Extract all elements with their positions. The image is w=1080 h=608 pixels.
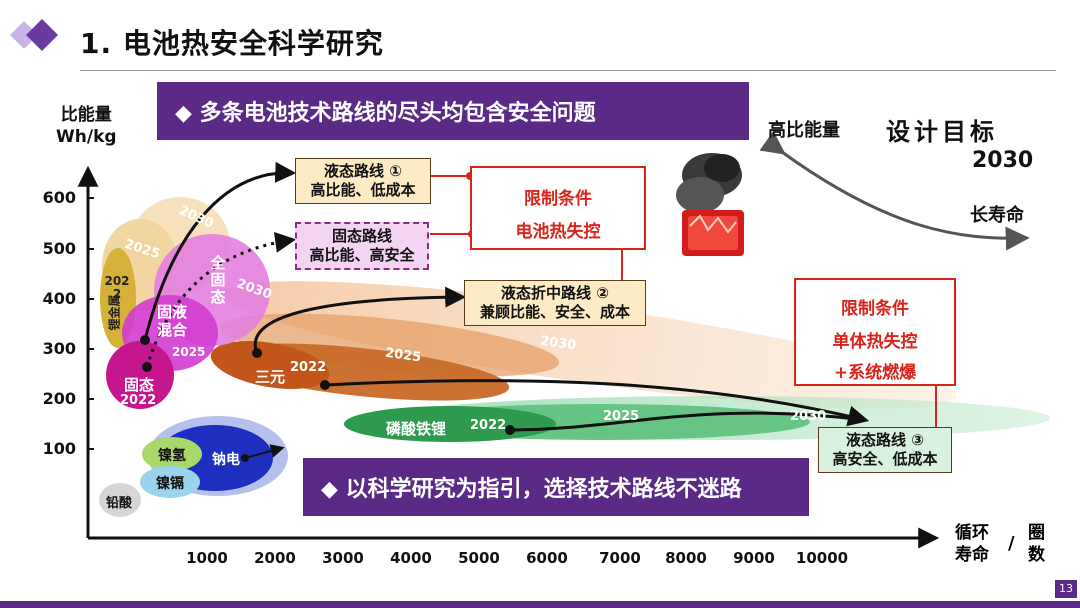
route-2-title: 液态折中路线 ② (501, 284, 609, 302)
y-tick-200: 200 (42, 389, 76, 408)
ternary-name-label: 三元 (255, 368, 286, 386)
route-2-dot (252, 348, 262, 358)
nicd-label: 镍镉 (156, 476, 184, 492)
lfp-2022-band (344, 406, 556, 442)
route-3-dot-ternary (320, 380, 330, 390)
x-tick-9000: 9000 (733, 549, 775, 567)
y-tick-100: 100 (42, 439, 76, 458)
design-goal-title: 设计目标 (886, 117, 998, 146)
ternary-2022-label: 2022 (290, 360, 327, 375)
ternary-2030-band (223, 281, 957, 409)
route-1-box: 液态路线 ① 高比能、低成本 (295, 158, 431, 204)
route-3-box: 液态路线 ③ 高安全、低成本 (818, 427, 952, 473)
y-tick-300: 300 (42, 339, 76, 358)
route-2-desc: 兼顾比能、安全、成本 (479, 303, 630, 321)
x-axis-label-b1: 圈 (1028, 523, 1045, 543)
sodium-label: 钠电 (212, 452, 240, 468)
x-axis-label-b2: 数 (1028, 545, 1045, 565)
route-2-arrow (253, 286, 467, 354)
constraint-2-title: 限制条件 (841, 299, 909, 319)
route-3-dot-lfp (505, 425, 515, 435)
lead-acid-label: 铅酸 (106, 496, 133, 511)
route-3-arrow-ternary (324, 379, 870, 427)
sodium-arrow (244, 444, 285, 459)
constraint-box-2: 限制条件 单体热失控 +系统燃爆 (794, 278, 956, 386)
y-tick-600: 600 (42, 188, 76, 207)
semi-solid-name-label: 固液 混合 (156, 303, 187, 339)
li-metal-2022-label: 2022 (104, 274, 130, 301)
lfp-name-label: 磷酸铁锂 (386, 420, 447, 438)
constraint-box-1: 限制条件 电池热失控 (470, 166, 646, 250)
route-3-arrow-lfp (509, 411, 866, 432)
x-tick-3000: 3000 (322, 549, 364, 567)
route-1-title: 液态路线 ① (324, 162, 402, 180)
x-axis-label-b: 圈 数 (1028, 522, 1045, 566)
top-banner-text: ◆ 多条电池技术路线的尽头均包含安全问题 (175, 101, 596, 126)
solid-bubble (106, 341, 174, 409)
constraint-2-line2: +系统燃爆 (833, 363, 917, 383)
route-1-arrow (143, 161, 297, 341)
solid-route-desc: 高比能、高安全 (309, 246, 415, 264)
axes (77, 165, 940, 549)
page-title: 1. 电池热安全科学研究 (80, 27, 384, 60)
y-tick-400: 400 (42, 289, 76, 308)
design-goal-high-energy: 高比能量 (768, 120, 840, 141)
x-tick-5000: 5000 (458, 549, 500, 567)
x-tick-2000: 2000 (254, 549, 296, 567)
route-1-desc: 高比能、低成本 (310, 181, 416, 199)
solid-name-label: 固态 (124, 376, 155, 394)
x-tick-6000: 6000 (526, 549, 568, 567)
bottom-banner: ◆ 以科学研究为指引，选择技术路线不迷路 (303, 458, 809, 516)
solid-route-box: 固态路线 高比能、高安全 (295, 222, 429, 270)
y-axis-label: 比能量 Wh/kg (56, 104, 117, 148)
sodium-dot (241, 454, 249, 462)
route-2-box: 液态折中路线 ② 兼顾比能、安全、成本 (464, 280, 646, 326)
li-metal-name-label: 锂金属 (107, 294, 122, 331)
logo-diamonds-icon (10, 19, 58, 51)
lead-acid-bubble (99, 483, 141, 517)
semi-solid-year-label: 2025 (172, 345, 206, 359)
design-goal-arrow (759, 131, 1030, 251)
solid-route-dot (142, 362, 152, 372)
constraint-1-title: 限制条件 (524, 189, 592, 209)
solid-route-title: 固态路线 (331, 227, 392, 245)
burning-battery-icon (676, 153, 744, 256)
ternary-2025-band (220, 313, 560, 377)
y-axis-label-line2: Wh/kg (56, 127, 117, 147)
lfp-2025-label: 2025 (603, 409, 640, 424)
y-tick-500: 500 (42, 239, 76, 258)
x-tick-1000: 1000 (186, 549, 228, 567)
x-axis-label-sep: / (1008, 533, 1015, 554)
nicd-bubble (140, 466, 200, 498)
x-tick-8000: 8000 (665, 549, 707, 567)
route-1-dot (140, 335, 150, 345)
lfp-2022-label: 2022 (470, 418, 507, 433)
solid-route-arrow (145, 231, 297, 368)
all-solid-name-label: 全 固 态 (210, 254, 226, 306)
x-axis-label-a2: 寿命 (955, 545, 989, 565)
bottom-banner-text: ◆ 以科学研究为指引，选择技术路线不迷路 (321, 477, 742, 502)
design-goal-long-life: 长寿命 (970, 205, 1024, 226)
x-tick-10000: 10000 (795, 549, 849, 567)
route-3-desc: 高安全、低成本 (832, 450, 938, 468)
page-number: 13 (1055, 580, 1077, 598)
lfp-2030-label: 2030 (790, 409, 827, 424)
design-goal-year: 2030 (972, 148, 1034, 173)
constraint-2-line1: 单体热失控 (832, 332, 918, 352)
constraint-1-body: 电池热失控 (515, 222, 601, 242)
x-tick-7000: 7000 (599, 549, 641, 567)
x-axis-label-a: 循环 寿命 (955, 522, 989, 566)
y-axis-label-line1: 比能量 (60, 105, 112, 125)
ternary-bubble (210, 340, 330, 390)
nimh-label: 镍氢 (158, 448, 186, 464)
solid-year-label: 2022 (120, 393, 157, 408)
top-banner: ◆ 多条电池技术路线的尽头均包含安全问题 (157, 82, 749, 140)
route-3-title: 液态路线 ③ (846, 431, 924, 449)
footer-bar (0, 601, 1080, 608)
x-axis-label-a1: 循环 (955, 523, 989, 543)
x-tick-4000: 4000 (390, 549, 432, 567)
title-divider (80, 70, 1056, 71)
nimh-bubble (142, 437, 202, 471)
